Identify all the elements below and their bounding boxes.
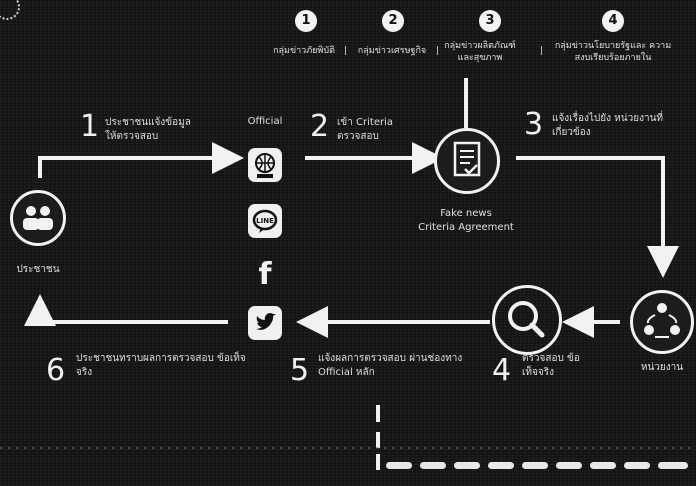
step-number-5: 5	[290, 353, 310, 388]
search-icon	[508, 301, 545, 338]
org-network-icon	[644, 303, 680, 338]
fake-news-icon	[434, 128, 500, 194]
step-number-4: 4	[492, 353, 512, 388]
bottom-dash	[488, 462, 514, 469]
bottom-dash	[522, 462, 548, 469]
bottom-dash	[420, 462, 446, 469]
fake-news-label: Fake news	[440, 208, 492, 219]
category-separator: |	[540, 46, 544, 56]
step-text-1: ประชาชนแจ้งข้อมูล ให้ตรวจสอบ	[105, 117, 191, 142]
emblem-logo	[0, 0, 20, 20]
category-separator: |	[436, 46, 440, 56]
bottom-dash	[624, 462, 650, 469]
category-badge-4: 4	[602, 10, 624, 32]
agency-label: หน่วยงาน	[640, 362, 684, 373]
official-label: Official	[247, 116, 283, 127]
category-badge-3: 3	[479, 10, 501, 32]
twitter-icon	[256, 313, 276, 330]
category-badge-2: 2	[382, 10, 404, 32]
agency-icon	[630, 290, 694, 354]
bottom-dash	[658, 462, 688, 469]
category-label-3: กลุ่มข่าวผลิตภัณฑ์ และสุขภาพ	[444, 41, 516, 63]
criteria-label: Criteria Agreement	[418, 222, 514, 233]
svg-text:LINE: LINE	[256, 217, 274, 225]
step-text-4: ตรวจสอบ ข้อเท็จจริง	[522, 353, 580, 378]
bottom-dash	[386, 462, 412, 469]
line-channel-icon[interactable]: LINE	[248, 204, 282, 238]
step-text-3: แจ้งเรื่องไปยัง หน่วยงานที่เกี่ยวข้อง	[552, 113, 663, 138]
facebook-channel-icon[interactable]: f	[248, 258, 282, 292]
citizen-label: ประชาชน	[16, 264, 60, 275]
category-label-4: กลุ่มข่าวนโยบายรัฐและ ความสงบเรียบร้อยภา…	[554, 41, 672, 63]
web-channel-icon[interactable]	[248, 148, 282, 182]
citizen-icon	[10, 190, 66, 246]
step-text-2: เข้า Criteria ตรวจสอบ	[337, 117, 394, 142]
magnifier-circle	[492, 285, 562, 355]
step-number-1: 1	[80, 109, 100, 144]
step-text-5: แจ้งผลการตรวจสอบ ผ่านช่องทาง Official หล…	[318, 353, 463, 378]
globe-icon	[255, 153, 275, 178]
category-label-1: กลุ่มข่าวภัยพิบัติ	[273, 46, 335, 56]
step-number-3: 3	[524, 107, 544, 142]
bottom-dash	[556, 462, 582, 469]
category-label-2: กลุ่มข่าวเศรษฐกิจ	[357, 46, 427, 56]
step-number-2: 2	[310, 109, 330, 144]
step-number-6: 6	[46, 353, 66, 388]
people-icon	[23, 206, 53, 230]
document-check-icon	[453, 141, 481, 177]
facebook-icon: f	[258, 257, 272, 292]
twitter-channel-icon[interactable]	[248, 306, 282, 340]
bottom-dash	[590, 462, 616, 469]
step-text-6: ประชาชนทราบผลการตรวจสอบ ข้อเท็จจริง	[76, 353, 246, 378]
bottom-dash	[454, 462, 480, 469]
category-separator: |	[344, 46, 348, 56]
line-icon: LINE	[252, 209, 278, 233]
category-badge-1: 1	[295, 10, 317, 32]
